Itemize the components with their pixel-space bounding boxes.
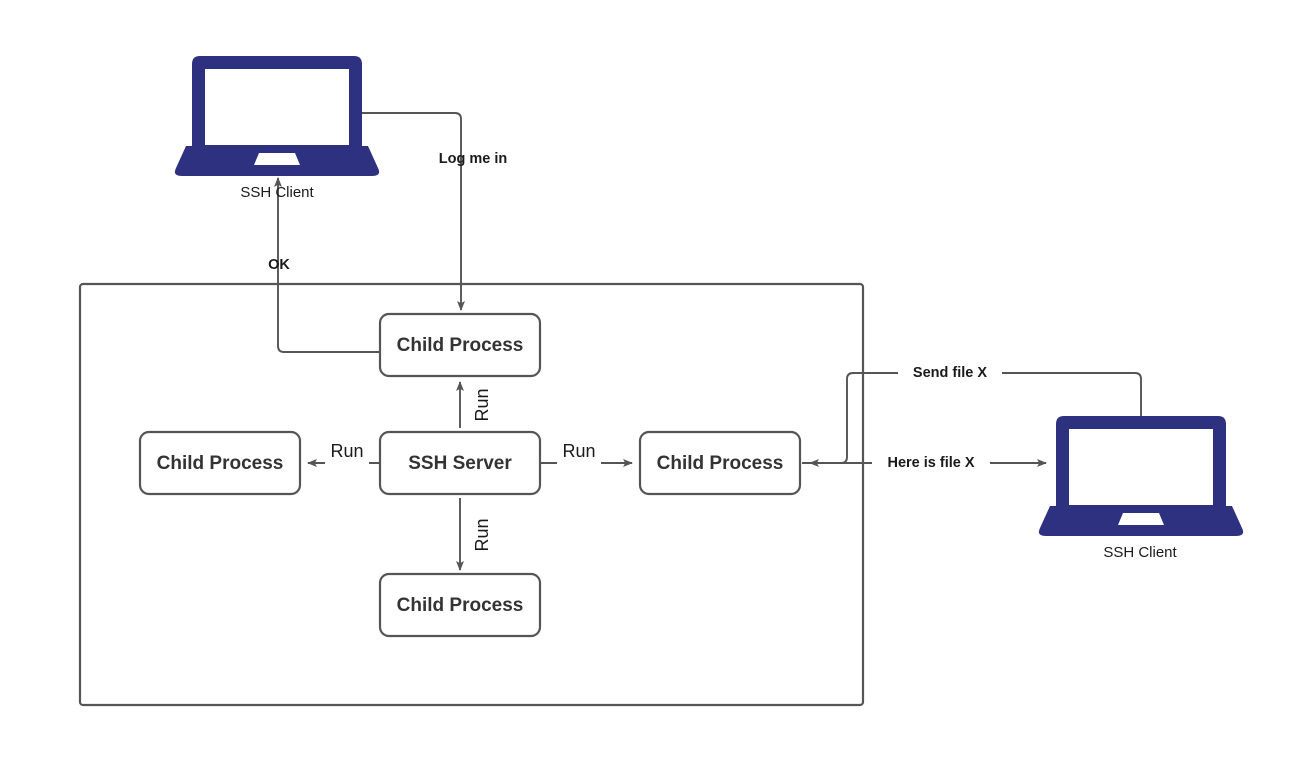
node-child-process-right[interactable]: Child Process xyxy=(638,430,802,496)
node-box[interactable] xyxy=(378,312,542,378)
laptop-ssh-client-left: SSH Client xyxy=(174,56,380,201)
edge-label-run-right-group: Run xyxy=(557,440,601,465)
label-backdrop xyxy=(898,361,1002,385)
server-container xyxy=(78,282,865,707)
laptop-trackpad-notch xyxy=(1118,513,1164,525)
node-label: SSH Server xyxy=(408,453,512,474)
node-box[interactable] xyxy=(638,430,802,496)
edge-ok-line xyxy=(274,177,380,353)
node-label: Child Process xyxy=(397,335,524,356)
edge-label-run-left: Run xyxy=(330,441,363,461)
edge-label-log-me-in: Log me in xyxy=(439,151,507,167)
edge-label-send-file-group: Send file X xyxy=(898,361,1002,385)
label-backdrop xyxy=(325,440,369,465)
node-ssh-server[interactable]: SSH Server xyxy=(378,430,542,496)
edge-label-here-is-file: Here is file X xyxy=(887,455,974,471)
node-label: Child Process xyxy=(157,453,284,474)
edge-label-run-left-group: Run xyxy=(325,440,369,465)
node-box[interactable] xyxy=(138,430,302,496)
laptop-screen-surface xyxy=(205,69,349,145)
node-box[interactable] xyxy=(378,572,542,638)
edge-log-me-in-line xyxy=(361,112,465,311)
node-child-process-top[interactable]: Child Process xyxy=(378,312,542,378)
laptop-right-caption: SSH Client xyxy=(1103,544,1177,561)
node-label: Child Process xyxy=(397,595,524,616)
label-backdrop xyxy=(872,451,990,475)
edge-send-file-line xyxy=(809,372,1142,467)
laptop-ssh-client-right: SSH Client xyxy=(1038,416,1244,561)
edge-label-here-is-file-group: Here is file X xyxy=(872,451,990,475)
node-child-process-left[interactable]: Child Process xyxy=(138,430,302,496)
edge-label-run-right: Run xyxy=(562,441,595,461)
laptop-left-caption: SSH Client xyxy=(240,184,314,201)
node-box[interactable] xyxy=(378,430,542,496)
edge-label-ok: OK xyxy=(268,257,290,273)
label-backdrop xyxy=(557,440,601,465)
laptop-trackpad-notch xyxy=(254,153,300,165)
edge-label-run-top: Run xyxy=(472,388,492,421)
node-label: Child Process xyxy=(657,453,784,474)
edge-label-send-file: Send file X xyxy=(913,365,987,381)
edge-label-run-bottom: Run xyxy=(472,518,492,551)
laptop-screen-surface xyxy=(1069,429,1213,505)
node-child-process-bottom[interactable]: Child Process xyxy=(378,572,542,638)
